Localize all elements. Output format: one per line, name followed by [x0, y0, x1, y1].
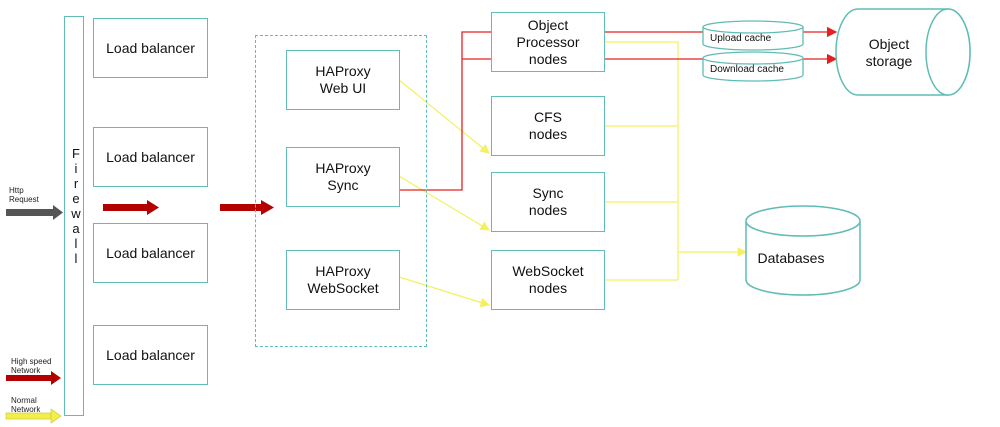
websocket-to-wsnodes-line	[398, 276, 491, 308]
object-storage-cylinder	[835, 8, 971, 96]
object-storage-label: Object storage	[865, 36, 913, 69]
http-request-label: Http Request	[9, 186, 39, 204]
object-processor-nodes: Object Processor nodes	[491, 12, 605, 72]
haproxy-websocket-label: HAProxy WebSocket	[307, 263, 379, 296]
cfs-nodes-label: CFS nodes	[528, 109, 568, 142]
legend-high-speed-label: High speed Network	[11, 357, 52, 375]
high-speed-arrows	[103, 200, 274, 215]
load-balancer-3-label: Load balancer	[106, 244, 195, 261]
firewall-to-lb-arrow	[103, 200, 159, 215]
load-balancer-2: Load balancer	[93, 127, 208, 187]
haproxy-region	[255, 35, 427, 347]
nodes-to-databases-bus	[605, 41, 748, 281]
haproxy-sync-label: HAProxy Sync	[315, 160, 371, 193]
firewall	[64, 16, 84, 416]
haproxy-websocket: HAProxy WebSocket	[286, 250, 400, 310]
object-processor-nodes-label: Object Processor nodes	[516, 16, 580, 67]
sync-nodes: Sync nodes	[491, 172, 605, 232]
databases-label: Databases	[757, 250, 825, 266]
load-balancer-4-label: Load balancer	[106, 346, 195, 363]
download-cache	[702, 51, 804, 82]
cfs-nodes: CFS nodes	[491, 96, 605, 156]
haproxy-sync: HAProxy Sync	[286, 147, 400, 207]
websocket-nodes-label: WebSocket nodes	[512, 263, 584, 296]
legend-normal-label: Normal Network	[11, 396, 41, 414]
upload-cache-label: Upload cache	[710, 33, 772, 44]
haproxy-webui: HAProxy Web UI	[286, 50, 400, 110]
lb-to-haproxy-arrow	[220, 200, 274, 215]
websocket-nodes: WebSocket nodes	[491, 250, 605, 310]
load-balancer-4: Load balancer	[93, 325, 208, 385]
load-balancer-1-label: Load balancer	[106, 39, 195, 56]
upload-cache	[702, 20, 804, 51]
download-cache-label: Download cache	[710, 64, 784, 75]
sync-nodes-label: Sync nodes	[528, 185, 568, 218]
objproc-bus-line	[605, 41, 679, 280]
legend-normal-arrow	[5, 408, 62, 424]
legend-high-speed-arrow	[6, 371, 61, 385]
sync-to-syncnodes-line	[398, 175, 491, 231]
load-balancer-1: Load balancer	[93, 18, 208, 78]
haproxy-webui-label: HAProxy Web UI	[315, 63, 371, 96]
databases-cylinder	[745, 205, 861, 296]
load-balancer-3: Load balancer	[93, 223, 208, 283]
load-balancer-2-label: Load balancer	[106, 148, 195, 165]
http-request-arrow	[6, 205, 63, 220]
haproxy-to-nodes-connectors	[398, 79, 491, 308]
upload-path-line	[427, 26, 838, 191]
webui-to-cfs-line	[398, 79, 490, 154]
firewall-label: F i r e w a l l	[71, 146, 81, 266]
